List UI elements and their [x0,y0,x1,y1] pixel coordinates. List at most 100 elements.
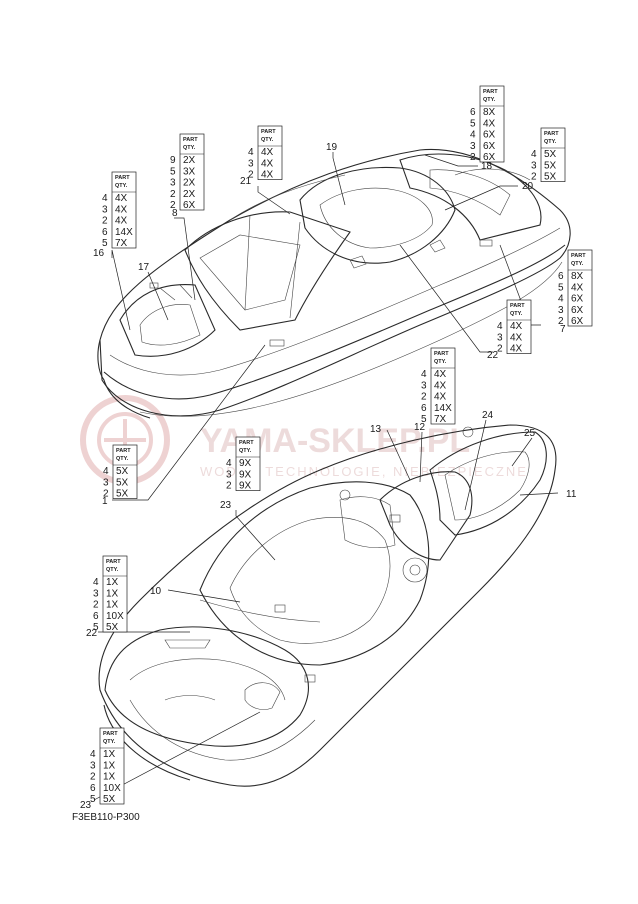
qty-quantity: 2X [183,155,196,166]
qty-part-number: 5 [170,166,176,177]
qty-header-qty: QTY. [115,183,128,189]
qty-header-qty: QTY. [239,448,252,454]
qty-table-frame [430,347,456,425]
qty-quantity: 6X [571,294,584,305]
callout-15: 17 [138,262,150,273]
qty-quantity: 5X [103,794,116,805]
callout-12: 12 [414,422,426,433]
qty-quantity: 8X [483,107,496,118]
qty-quantity: 14X [434,403,452,414]
qty-header-part: PART [261,129,276,135]
qty-quantity: 6X [483,141,496,152]
qty-part-number: 2 [90,772,96,783]
qty-part-number: 3 [102,204,108,215]
qty-header-part: PART [544,131,559,137]
qty-table-frame [257,125,283,180]
qty-quantity: 4X [115,216,128,227]
callout-labels: 16 17 8 21 19 18 20 7 22 1 10 23 22 23 1… [80,142,577,811]
qty-quantity: 4X [261,158,274,169]
callout-10: 10 [150,586,162,597]
qty-header-part: PART [183,137,198,143]
qty-part-number: 6 [470,107,476,118]
qty-part-number: 4 [421,369,427,380]
qty-header-part: PART [106,559,121,565]
qty-quantity: 1X [103,749,116,760]
qty-quantity: 4X [434,380,447,391]
qty-header-qty: QTY. [510,311,523,317]
qty-part-number: 6 [421,403,427,414]
qty-header-qty: QTY. [544,139,557,145]
callout-8: 8 [172,208,178,219]
qty-part-number: 2 [102,216,108,227]
qty-quantity: 1X [106,588,119,599]
qty-header-part: PART [116,448,131,454]
diagram-code: F3EB110-P300 [72,812,140,823]
qty-part-number: 4 [497,321,503,332]
qty-header-part: PART [571,253,586,259]
watermark-tagline: WODNE TECHNOLOGIE, NIEBIEZPIECZNE [200,464,528,479]
qty-quantity: 4X [434,369,447,380]
qty-part-number: 6 [93,611,99,622]
qty-header-qty: QTY. [571,261,584,267]
qty-quantity: 3X [183,166,196,177]
qty-table-frame [112,444,138,499]
qty-header-qty: QTY. [261,137,274,143]
callout-13: 13 [370,424,382,435]
qty-header-qty: QTY. [434,359,447,365]
qty-quantity: 2X [183,189,196,200]
qty-quantity: 4X [571,282,584,293]
qty-table-frame [540,127,566,182]
qty-part-number: 5 [93,622,99,633]
qty-table-frame [479,85,505,163]
qty-quantity: 2X [183,178,196,189]
qty-part-number: 2 [248,170,254,181]
callout-19: 22 [487,350,499,361]
qty-table-frame [102,555,128,633]
qty-part-number: 4 [470,130,476,141]
qty-quantity: 8X [571,271,584,282]
qty-quantity: 6X [571,305,584,316]
qty-quantity: 1X [103,760,116,771]
qty-part-number: 2 [497,344,503,355]
callout-24: 24 [482,410,494,421]
qty-quantity: 5X [116,489,129,500]
qty-part-number: 2 [421,392,427,403]
qty-part-number: 5 [558,282,564,293]
watermark: YAMA-SKLEP.PL WODNE TECHNOLOGIE, NIEBIEZ… [80,395,528,485]
callout-22: 22 [86,628,98,639]
qty-quantity: 9X [239,469,252,480]
qty-part-number: 2 [531,172,537,183]
qty-part-number: 4 [93,577,99,588]
callout-17: 19 [326,142,338,153]
qty-header-qty: QTY. [183,145,196,151]
callout-20: 23 [220,500,232,511]
qty-part-number: 6 [558,271,564,282]
qty-quantity: 6X [483,130,496,141]
qty-quantity: 1X [103,772,116,783]
qty-quantity: 5X [116,466,129,477]
qty-header-qty: QTY. [483,97,496,103]
qty-part-number: 3 [103,477,109,488]
qty-part-number: 3 [226,469,232,480]
qty-quantity: 5X [544,172,557,183]
qty-part-number: 3 [90,760,96,771]
qty-part-number: 5 [421,414,427,425]
qty-part-number: 2 [170,189,176,200]
boat-lower-illustration [98,424,557,787]
callout-23: 23 [80,800,92,811]
qty-quantity: 10X [103,783,121,794]
qty-table-frame [99,727,125,805]
qty-part-number: 3 [558,305,564,316]
qty-quantity: 1X [106,600,119,611]
qty-part-number: 4 [103,466,109,477]
qty-part-number: 2 [558,316,564,327]
qty-quantity: 6X [571,316,584,327]
qty-part-number: 4 [558,294,564,305]
qty-header-part: PART [483,89,498,95]
qty-part-number: 3 [93,588,99,599]
